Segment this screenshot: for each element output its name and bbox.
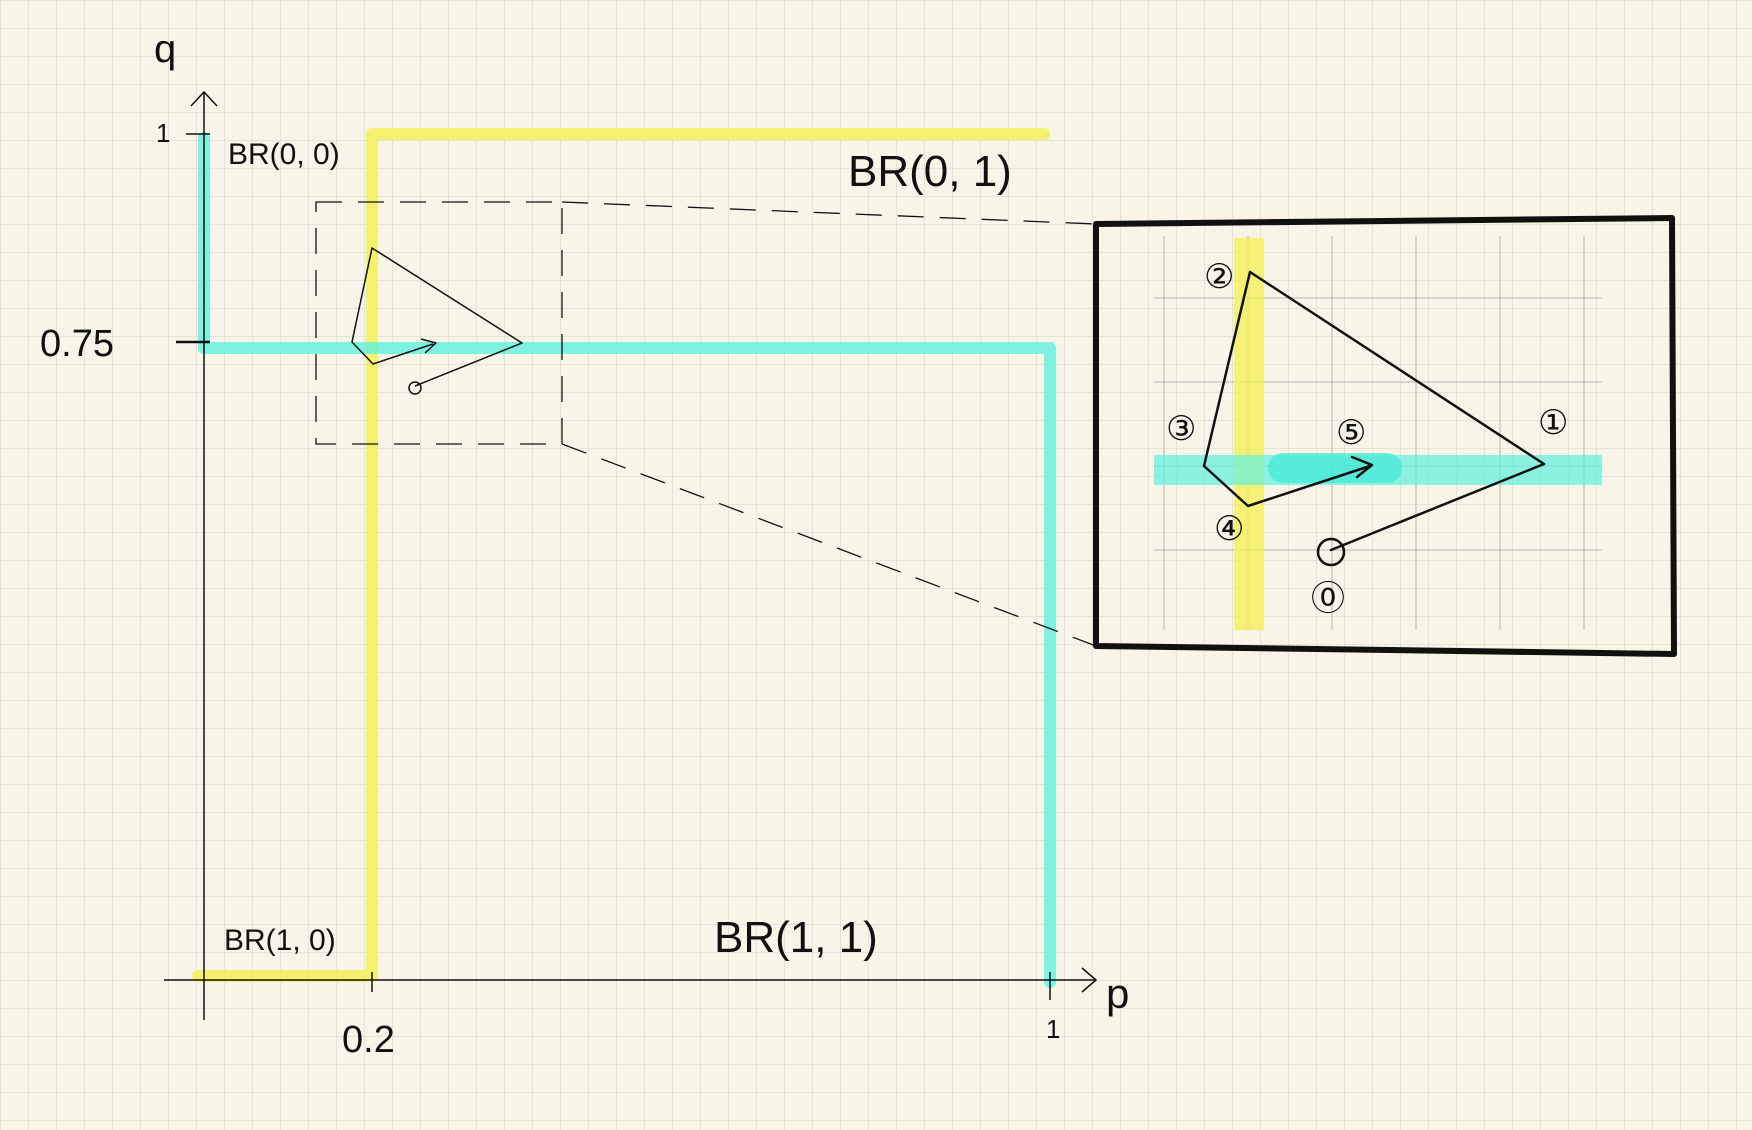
inset-trajectory-path xyxy=(1202,270,1546,552)
inset-trajectory-start-icon xyxy=(1316,537,1346,567)
region-label-br-0-0: BR(0, 0) xyxy=(228,138,340,171)
zoom-selection-box xyxy=(315,201,563,445)
y-tick-1-label: 1 xyxy=(156,118,170,148)
cyan-br-line xyxy=(198,132,1056,988)
step-label-3: ③ xyxy=(1166,409,1196,449)
y-axis-label: q xyxy=(154,27,176,71)
step-label-5: ⑤ xyxy=(1336,413,1366,453)
best-response-lines xyxy=(192,128,1056,988)
x-tick-02-label: 0.2 xyxy=(342,1019,395,1061)
step-label-1: ① xyxy=(1538,403,1568,443)
region-label-br-1-1: BR(1, 1) xyxy=(714,913,878,962)
inset-yellow-band xyxy=(1234,238,1264,630)
zoom-guides xyxy=(315,201,1097,647)
x-tick-1-label: 1 xyxy=(1046,1014,1060,1044)
trajectory-start-icon xyxy=(408,381,422,395)
inset-trajectory-arrow-icon xyxy=(1350,455,1374,479)
region-label-br-1-0: BR(1, 0) xyxy=(224,924,336,957)
y-tick-075-label: 0.75 xyxy=(40,323,114,365)
inset-trajectory xyxy=(1202,270,1546,567)
trajectory-sketch xyxy=(351,247,523,395)
zoom-inset-frame xyxy=(1093,215,1677,657)
x-axis-label: p xyxy=(1106,970,1129,1017)
trajectory-path xyxy=(351,247,523,387)
zoom-connector-bottom xyxy=(561,443,1097,647)
trajectory-arrow-icon xyxy=(420,338,437,354)
zoom-inset: ⓪ ① ② ③ ④ ⑤ xyxy=(1093,215,1677,657)
axes xyxy=(164,90,1098,1020)
region-label-br-0-1: BR(0, 1) xyxy=(848,147,1012,196)
zoom-connector-top xyxy=(561,201,1097,225)
inset-cyan-highlight xyxy=(1268,453,1402,483)
step-label-4: ④ xyxy=(1214,509,1244,549)
step-label-2: ② xyxy=(1204,257,1234,297)
x-axis-arrow-icon xyxy=(1081,967,1098,993)
y-axis-arrow-icon xyxy=(190,90,218,107)
step-label-0: ⓪ xyxy=(1311,579,1345,619)
yellow-br-line xyxy=(192,128,1050,982)
